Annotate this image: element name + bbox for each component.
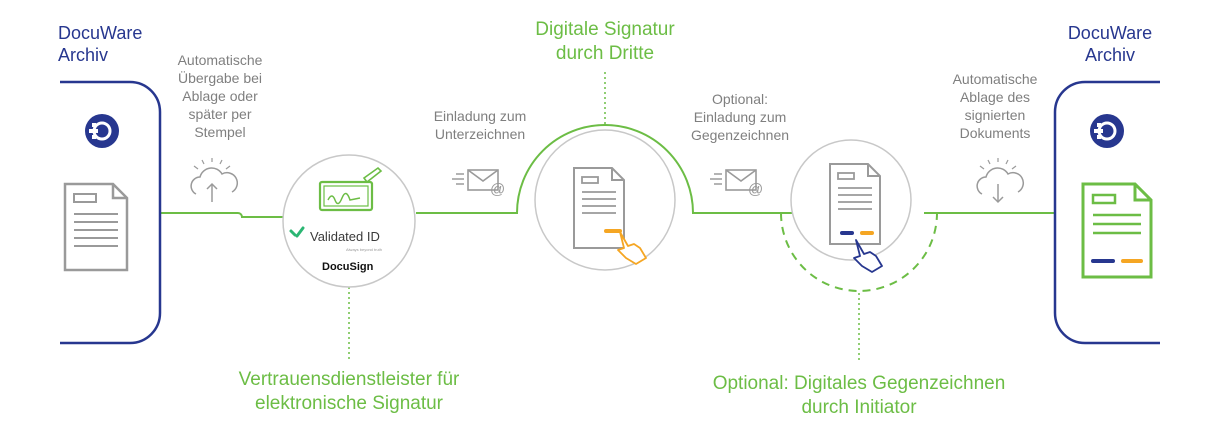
right-archive-panel	[1053, 80, 1160, 345]
signature-pad-icon	[318, 166, 383, 212]
cloud-download-icon	[976, 158, 1024, 204]
cloud-upload-icon	[190, 158, 238, 202]
document-icon	[63, 182, 129, 272]
docuware-logo-icon	[83, 112, 121, 150]
validated-id-tagline: Always beyond truth	[346, 247, 382, 252]
step-invite-countersign: Optional: Einladung zum Gegenzeichnen	[690, 91, 790, 143]
right-archive-subtitle: Archiv	[1084, 45, 1135, 65]
flow-line-center-arc	[416, 124, 795, 214]
left-archive-subtitle: Archiv	[58, 45, 109, 65]
hand-sign-icon	[853, 239, 883, 273]
step-auto-transfer: Automatische Übergabe bei Ablage oder sp…	[177, 52, 263, 140]
email-icon	[709, 169, 765, 199]
node-third-party-signature: Digitale Signatur durch Dritte	[535, 19, 675, 64]
step-invite-sign: Einladung zum Unterzeichnen	[433, 108, 527, 142]
initiator-countersign-circle	[790, 139, 912, 261]
validated-id-text: Validated ID	[310, 229, 380, 244]
left-archive-title: DocuWare Archiv	[58, 23, 143, 65]
left-archive-panel	[60, 80, 162, 345]
node-trust-provider: Vertrauensdienstleister für elektronisch…	[238, 369, 460, 414]
hand-sign-icon	[617, 231, 647, 265]
step-auto-store: Automatische Ablage des signierten Dokum…	[952, 71, 1038, 141]
docuware-logo-icon	[1088, 112, 1126, 150]
trust-provider-circle	[282, 154, 416, 288]
third-party-signature-circle	[534, 129, 676, 271]
docusign-text: DocuSign	[322, 261, 374, 273]
email-icon	[451, 169, 507, 199]
right-archive-title: DocuWare Archiv	[1060, 22, 1160, 66]
node-initiator-countersign: Optional: Digitales Gegenzeichnen durch …	[712, 373, 1006, 418]
signed-document-icon	[1081, 182, 1153, 279]
validated-id-logo-icon	[289, 226, 305, 238]
flow-line-left	[160, 212, 283, 218]
